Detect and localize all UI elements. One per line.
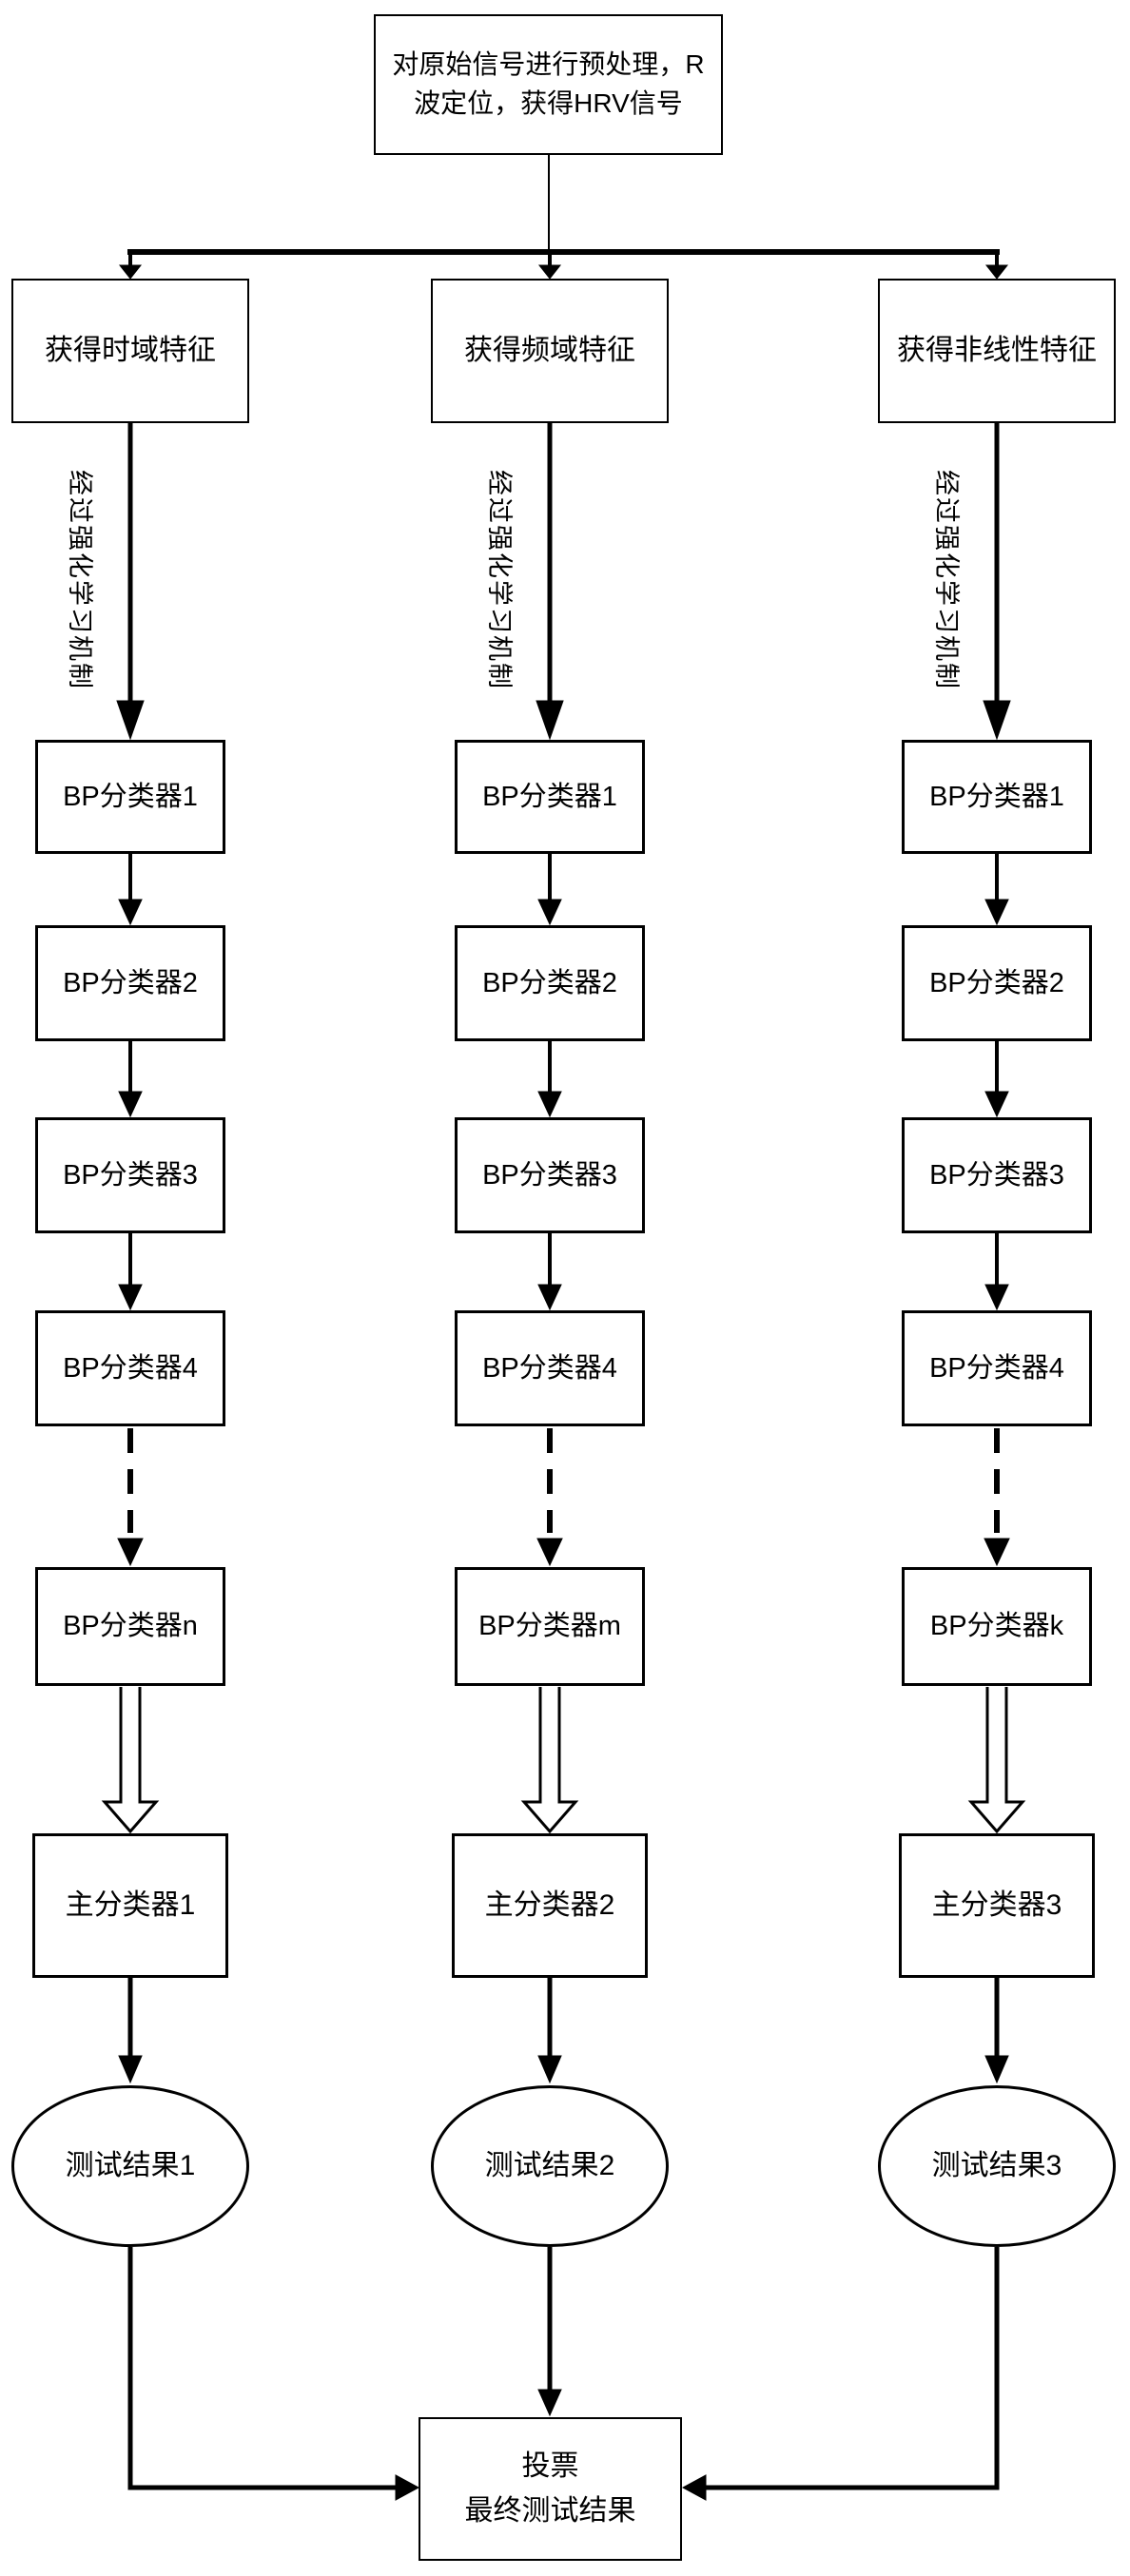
main-classifier-node: 主分类器2: [452, 1833, 648, 1978]
feature-node-time-domain: 获得时域特征: [11, 279, 249, 423]
edge-label-reinforcement: 经过强化学习机制: [66, 470, 95, 690]
bp-node: BP分类器3: [35, 1117, 225, 1233]
result-ellipse: 测试结果1: [11, 2085, 249, 2247]
bp-node: BP分类器1: [902, 740, 1092, 854]
bp-node: BP分类器k: [902, 1567, 1092, 1686]
root-node: 对原始信号进行预处理，R 波定位，获得HRV信号: [374, 14, 723, 155]
bp-node: BP分类器1: [455, 740, 645, 854]
branch-trunk: [127, 155, 1000, 255]
result-ellipse: 测试结果2: [431, 2085, 669, 2247]
arrow-down-icon: [118, 854, 143, 1311]
bp-node: BP分类器2: [35, 925, 225, 1041]
edge-label-reinforcement: 经过强化学习机制: [485, 470, 515, 690]
arrow-down-icon: [984, 854, 1009, 1311]
bp-node: BP分类器4: [35, 1310, 225, 1426]
bp-node: BP分类器3: [902, 1117, 1092, 1233]
arrow-left-icon: [681, 2247, 1000, 2501]
arrow-down-icon: [118, 1978, 1009, 2084]
arrow-down-icon: [537, 854, 562, 1311]
bp-node: BP分类器4: [902, 1310, 1092, 1426]
vote-node-line2: 最终测试结果: [464, 2494, 636, 2527]
bp-node: BP分类器3: [455, 1117, 645, 1233]
feature-node-frequency-domain: 获得频域特征: [431, 279, 669, 423]
bp-node: BP分类器1: [35, 740, 225, 854]
vote-node: 投票 最终测试结果: [419, 2417, 682, 2561]
bp-node: BP分类器2: [455, 925, 645, 1041]
arrow-down-icon: [537, 2247, 562, 2417]
vote-node-line1: 投票: [521, 2450, 579, 2482]
feature-node-nonlinear: 获得非线性特征: [878, 279, 1116, 423]
bp-node: BP分类器m: [455, 1567, 645, 1686]
arrow-down-icon: [118, 249, 1009, 280]
bp-node: BP分类器4: [455, 1310, 645, 1426]
main-classifier-node: 主分类器3: [899, 1833, 1095, 1978]
arrow-down-icon: [116, 423, 1011, 741]
root-node-label: 对原始信号进行预处理，R 波定位，获得HRV信号: [392, 49, 705, 118]
bp-node: BP分类器2: [902, 925, 1092, 1041]
arrow-right-icon: [127, 2247, 420, 2501]
edge-label-reinforcement: 经过强化学习机制: [932, 470, 962, 690]
dashed-arrow-icon: [117, 1428, 1010, 1567]
main-classifier-node: 主分类器1: [32, 1833, 228, 1978]
result-ellipse: 测试结果3: [878, 2085, 1116, 2247]
hollow-arrow-icon: [101, 1687, 1026, 1834]
bp-node: BP分类器n: [35, 1567, 225, 1686]
